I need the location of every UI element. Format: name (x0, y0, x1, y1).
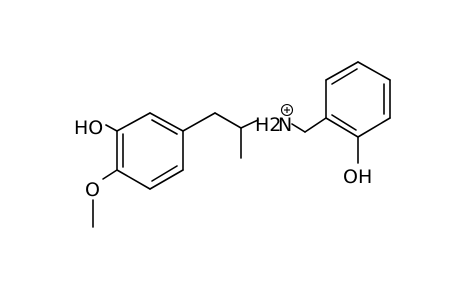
bond (102, 169, 118, 180)
bond (149, 112, 184, 132)
bond (304, 117, 327, 133)
ammonium-n-label: N (278, 114, 292, 136)
bond (149, 169, 184, 190)
bond (325, 61, 359, 81)
methoxy-oxygen-label: O (85, 179, 100, 201)
bond (214, 112, 242, 129)
bond (116, 112, 151, 132)
bond (357, 61, 391, 81)
hydroxyl-left-label: HO (74, 117, 103, 139)
bond (182, 112, 216, 132)
bond (105, 124, 118, 132)
bond (357, 117, 391, 138)
left-benzene-ring (116, 112, 184, 190)
double-bond-inner (331, 114, 357, 131)
right-benzene-ring (325, 61, 391, 138)
double-bond-inner (151, 165, 178, 182)
bond (240, 119, 259, 129)
hydroxyl-right-label: OH (343, 166, 372, 188)
double-bond-inner (331, 68, 358, 85)
propyl-chain (182, 112, 259, 159)
positive-charge-icon (280, 103, 294, 117)
bond (291, 123, 306, 133)
bond (116, 169, 151, 190)
double-bond-inner (151, 119, 178, 135)
ammonium-h2-text: H2 (255, 114, 281, 136)
ammonium-h2-label: H2 (255, 114, 281, 136)
bond (325, 117, 359, 138)
